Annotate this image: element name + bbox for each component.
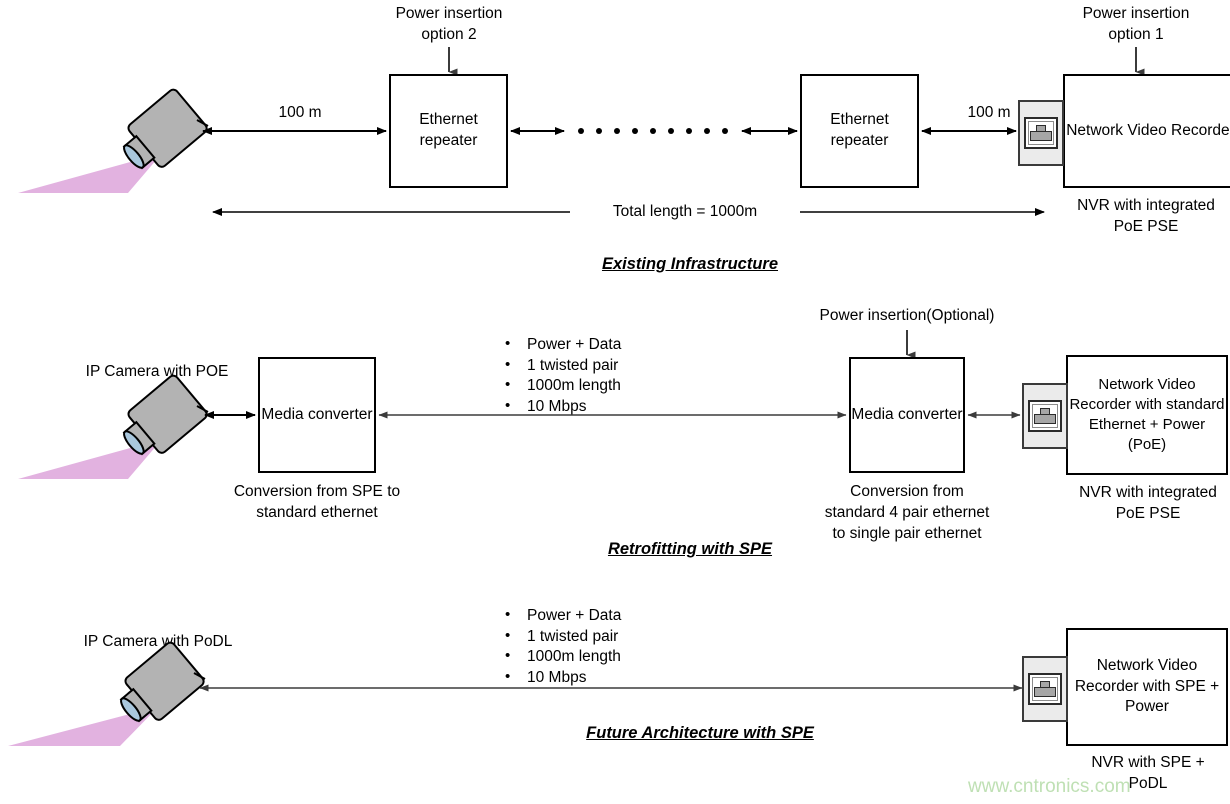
list-item: 10 Mbps: [505, 396, 621, 418]
link-bullets-row3: Power + Data 1 twisted pair 1000m length…: [487, 605, 621, 689]
camera-label-row2: IP Camera with POE: [85, 363, 229, 380]
node-label: Network Video Recorder with SPE + Power: [1074, 656, 1220, 716]
node-nvr-row1[interactable]: Network Video Recorder: [1063, 74, 1230, 188]
span-left-100m-label: 100 m: [278, 104, 322, 121]
node-media-converter-left[interactable]: Media converter: [258, 357, 376, 473]
node-nvr-row2[interactable]: Network Video Recorder with standard Eth…: [1066, 355, 1228, 475]
power-insertion-optional-label: Power insertion(Optional): [819, 307, 995, 324]
rj45-jack-icon-row1: [1018, 100, 1064, 166]
span-right-100m-label: 100 m: [967, 104, 1011, 121]
node-label: Network Video Recorder: [1066, 121, 1230, 139]
media-converter-right-caption: Conversion from standard 4 pair ethernet…: [824, 483, 990, 542]
rj45-frame: [1028, 673, 1062, 705]
power-insertion-option-1-label: Power insertion option 1: [1082, 5, 1190, 43]
node-label: Media converter: [851, 405, 963, 423]
camera-icon-row3: [8, 641, 206, 746]
list-item: 10 Mbps: [505, 667, 621, 689]
section-title-existing-infrastructure: Existing Infrastructure: [601, 255, 779, 273]
link-bullets-row2: Power + Data 1 twisted pair 1000m length…: [487, 334, 621, 418]
list-item: 1 twisted pair: [505, 626, 621, 648]
media-converter-left-caption: Conversion from SPE to standard ethernet: [233, 483, 401, 521]
list-item: 1000m length: [505, 646, 621, 668]
list-item: 1000m length: [505, 375, 621, 397]
list-item: 1 twisted pair: [505, 355, 621, 377]
rj45-jack-icon-row3: [1022, 656, 1068, 722]
node-media-converter-right[interactable]: Media converter: [849, 357, 965, 473]
node-label: Network Video Recorder with standard Eth…: [1069, 375, 1225, 454]
nvr-caption-row1: NVR with integrated PoE PSE: [1077, 197, 1215, 235]
section-title-future-architecture-with-spe: Future Architecture with SPE: [586, 724, 814, 742]
rj45-jack-shape: [1034, 681, 1056, 697]
rj45-frame: [1024, 117, 1058, 149]
node-ethernet-repeater-1[interactable]: Ethernet repeater: [389, 74, 508, 188]
section-title-retrofitting-with-spe: Retrofitting with SPE: [607, 540, 773, 558]
nvr-caption-row2: NVR with integrated PoE PSE: [1079, 484, 1217, 522]
list-item: Power + Data: [505, 605, 621, 627]
node-label: Ethernet repeater: [419, 111, 478, 149]
camera-icon-row1: [18, 88, 209, 193]
rj45-frame: [1028, 400, 1062, 432]
node-ethernet-repeater-2[interactable]: Ethernet repeater: [800, 74, 919, 188]
rj45-jack-icon-row2: [1022, 383, 1068, 449]
nvr-caption-row3: NVR with SPE + PoDL: [1091, 754, 1205, 792]
camera-label-row3: IP Camera with PoDL: [83, 633, 233, 650]
camera-icon-row2: [18, 374, 209, 479]
power-insertion-option-2-label: Power insertion option 2: [395, 5, 503, 43]
rj45-jack-shape: [1034, 408, 1056, 424]
list-item: Power + Data: [505, 334, 621, 356]
site-watermark: www.cntronics.com: [968, 776, 1131, 797]
total-length-label: Total length = 1000m: [612, 203, 758, 220]
rj45-jack-shape: [1030, 125, 1052, 141]
node-label: Ethernet repeater: [830, 111, 889, 149]
node-nvr-row3[interactable]: Network Video Recorder with SPE + Power: [1066, 628, 1228, 746]
node-label: Media converter: [261, 405, 373, 423]
ellipsis-dots: [578, 128, 728, 134]
